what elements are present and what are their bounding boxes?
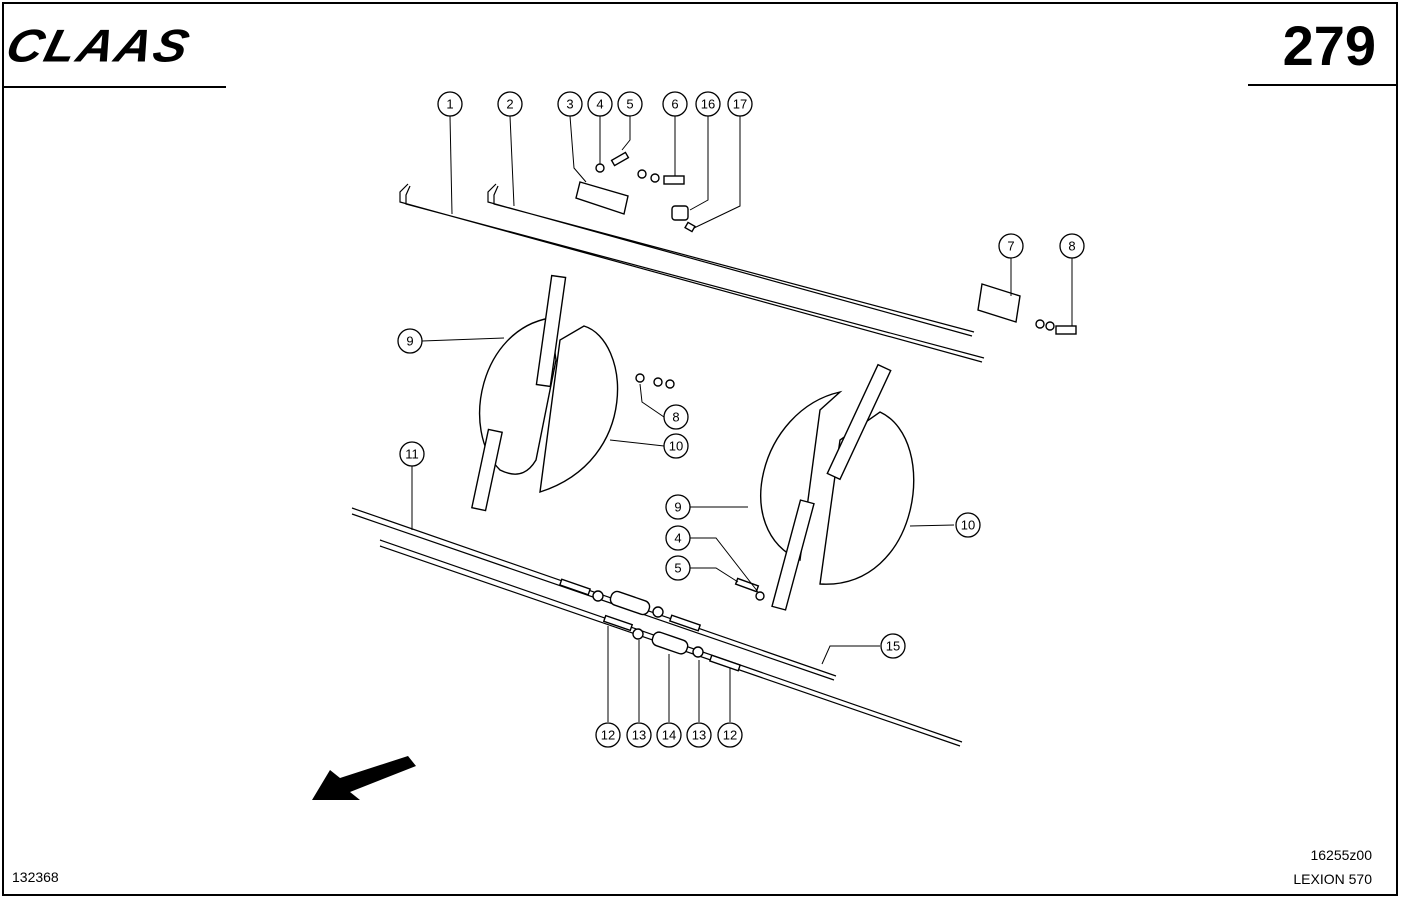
callout-9-left: 9 <box>397 328 423 354</box>
svg-text:4: 4 <box>596 97 603 112</box>
sleeve-part-14-a <box>609 590 651 616</box>
leader-lines <box>411 115 1073 722</box>
washer-small <box>650 173 660 183</box>
svg-text:11: 11 <box>405 447 419 462</box>
callout-2: 2 <box>497 91 523 117</box>
parts-drawing <box>312 151 1077 800</box>
thread-part-12-c <box>602 614 634 632</box>
callout-17: 17 <box>727 91 753 117</box>
bolt-part-8 <box>1055 325 1077 335</box>
callout-15: 15 <box>880 633 906 659</box>
arm-upper-left <box>535 274 567 388</box>
reference-number: 132368 <box>12 869 59 885</box>
callout-11: 11 <box>399 441 425 467</box>
arm-lower-right <box>771 499 815 611</box>
bolt-part-8-left <box>635 373 645 383</box>
nut-part-4 <box>595 163 605 173</box>
svg-text:5: 5 <box>674 561 681 576</box>
callout-9-right: 9 <box>665 494 691 520</box>
arm-lower-left <box>471 428 503 512</box>
bracket-part-7 <box>977 283 1021 323</box>
nut-part-8-left <box>665 379 675 389</box>
callout-8-top: 8 <box>1059 233 1085 259</box>
nut-part-4-right <box>755 591 765 601</box>
svg-text:3: 3 <box>566 97 573 112</box>
callout-group: 1 2 3 4 5 6 16 17 7 8 9 8 10 11 9 10 4 5… <box>397 91 1085 748</box>
callout-4-lower: 4 <box>665 525 691 551</box>
svg-text:8: 8 <box>1068 239 1075 254</box>
nut-part-13-a <box>592 590 604 602</box>
svg-text:14: 14 <box>662 728 676 743</box>
header-rule-right <box>1248 84 1398 86</box>
svg-text:16: 16 <box>701 97 715 112</box>
nut-small <box>637 169 647 179</box>
page-number: 279 <box>1282 14 1376 77</box>
screw-part-17 <box>684 221 696 233</box>
washer-part-8-left <box>653 377 663 387</box>
callout-5: 5 <box>617 91 643 117</box>
thread-part-12-a <box>558 578 592 596</box>
machine-model: LEXION 570 <box>1293 871 1372 887</box>
sleeve-part-14-b <box>651 631 689 655</box>
svg-text:10: 10 <box>961 518 975 533</box>
disk-part-10-right <box>819 411 915 585</box>
washer-part-8-side <box>1045 321 1055 331</box>
callout-4: 4 <box>587 91 613 117</box>
svg-text:13: 13 <box>692 728 706 743</box>
callout-14: 14 <box>656 722 682 748</box>
svg-text:9: 9 <box>406 334 413 349</box>
callout-8-mid: 8 <box>663 404 689 430</box>
callout-3: 3 <box>557 91 583 117</box>
callout-12-left: 12 <box>595 722 621 748</box>
header-rule-left <box>2 86 226 88</box>
svg-text:10: 10 <box>669 439 683 454</box>
svg-text:17: 17 <box>733 97 747 112</box>
svg-text:15: 15 <box>886 639 900 654</box>
svg-text:7: 7 <box>1007 239 1014 254</box>
svg-text:12: 12 <box>601 728 615 743</box>
nut-part-13-c <box>632 628 644 640</box>
svg-text:2: 2 <box>506 97 513 112</box>
rod-part-2 <box>487 183 975 337</box>
drawing-number: 16255z00 <box>1310 847 1372 863</box>
callout-5-lower: 5 <box>665 555 691 581</box>
bolt-part-5-right <box>734 577 760 593</box>
svg-text:12: 12 <box>723 728 737 743</box>
rod-part-1 <box>399 183 985 363</box>
spacer-part-16 <box>671 205 689 221</box>
disk-part-10-left <box>539 325 619 494</box>
svg-text:1: 1 <box>446 97 453 112</box>
callout-1: 1 <box>437 91 463 117</box>
callout-13-right: 13 <box>686 722 712 748</box>
callout-10-left: 10 <box>663 433 689 459</box>
callout-13-left: 13 <box>626 722 652 748</box>
svg-text:13: 13 <box>632 728 646 743</box>
svg-text:4: 4 <box>674 531 681 546</box>
callout-7: 7 <box>998 233 1024 259</box>
bracket-part-3 <box>575 181 629 215</box>
svg-text:8: 8 <box>672 410 679 425</box>
direction-arrow-icon <box>312 756 416 800</box>
nut-part-13-d <box>692 646 704 658</box>
svg-text:9: 9 <box>674 500 681 515</box>
callout-10-right: 10 <box>955 512 981 538</box>
thread-part-12-b <box>668 614 702 632</box>
callout-12-right: 12 <box>717 722 743 748</box>
thread-part-12-d <box>708 654 742 672</box>
arm-upper-right <box>826 363 892 481</box>
svg-text:6: 6 <box>671 97 678 112</box>
bolt-part-6 <box>663 175 685 185</box>
nut-part-13-b <box>652 606 664 618</box>
nut-part-8-side <box>1035 319 1045 329</box>
svg-text:5: 5 <box>626 97 633 112</box>
callout-16: 16 <box>695 91 721 117</box>
callout-6: 6 <box>662 91 688 117</box>
bolt-part-5 <box>610 151 630 167</box>
